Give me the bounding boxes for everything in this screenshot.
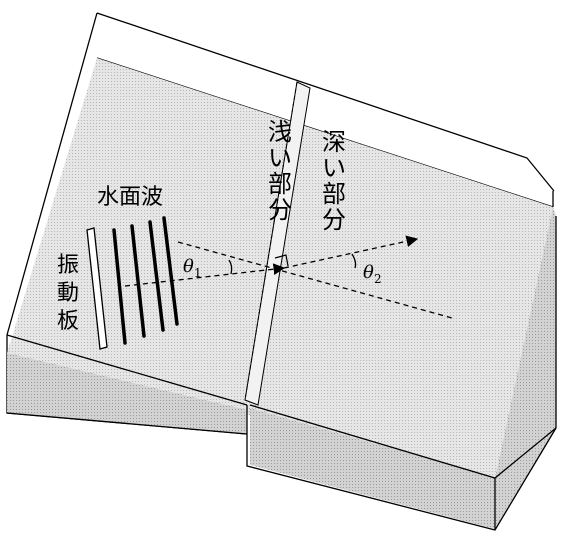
svg-text:θ: θ xyxy=(363,262,374,283)
vibrating-plate xyxy=(86,227,108,350)
label-vibrating-plate: 振 動 板 xyxy=(57,253,79,334)
label-shallow-part: 浅 い 部 分 xyxy=(268,118,292,224)
wave-fronts xyxy=(112,216,179,345)
svg-text:深: 深 xyxy=(322,128,346,156)
boundary-plate xyxy=(244,81,311,406)
svg-text:1: 1 xyxy=(194,266,202,280)
svg-text:部: 部 xyxy=(268,170,292,198)
label-theta2: θ 2 xyxy=(363,262,382,286)
svg-text:振: 振 xyxy=(57,253,79,278)
svg-text:い: い xyxy=(322,154,346,182)
svg-text:部: 部 xyxy=(322,180,346,208)
deep-water-side xyxy=(495,207,556,529)
svg-text:動: 動 xyxy=(57,281,79,306)
svg-text:分: 分 xyxy=(322,206,346,234)
svg-text:い: い xyxy=(268,144,292,172)
svg-text:浅: 浅 xyxy=(268,118,292,146)
tank-outline xyxy=(6,191,557,531)
svg-text:2: 2 xyxy=(374,272,382,286)
label-water-wave: 水面波 xyxy=(97,185,163,210)
shallow-water-front xyxy=(7,353,247,434)
wave-rays xyxy=(124,235,453,319)
label-deep-part: 深 い 部 分 xyxy=(322,128,346,234)
svg-text:θ: θ xyxy=(183,256,194,277)
label-theta1: θ 1 xyxy=(183,256,202,280)
svg-text:分: 分 xyxy=(268,196,292,224)
deep-water-front xyxy=(250,408,495,529)
svg-text:板: 板 xyxy=(57,309,79,334)
